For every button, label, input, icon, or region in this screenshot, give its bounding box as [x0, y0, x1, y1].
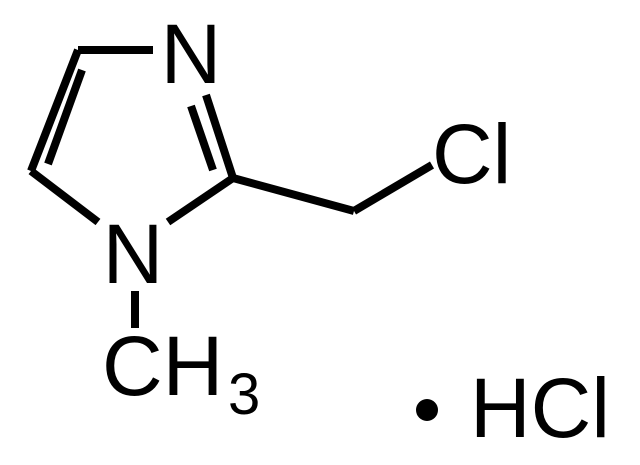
methyl-group-label: CH	[102, 319, 223, 413]
bond-n3-c2	[202, 93, 237, 180]
bond-n3-c2-inner	[187, 104, 217, 172]
bond-c5-n1	[28, 167, 101, 226]
bond-c4-c5	[27, 48, 82, 173]
methyl-subscript-label: 3	[228, 362, 260, 427]
atom-n1-label: N	[103, 207, 164, 301]
atom-cl-label: Cl	[432, 107, 511, 201]
bond-c2-n1	[165, 174, 236, 226]
salt-separator-dot	[416, 399, 438, 421]
bond-ch2-cl	[351, 161, 435, 215]
bond-c2-ch2	[231, 174, 356, 215]
atom-n3-label: N	[161, 7, 222, 101]
bond-c4-c5-inner	[44, 68, 86, 166]
hcl-salt-label: HCl	[470, 361, 610, 455]
